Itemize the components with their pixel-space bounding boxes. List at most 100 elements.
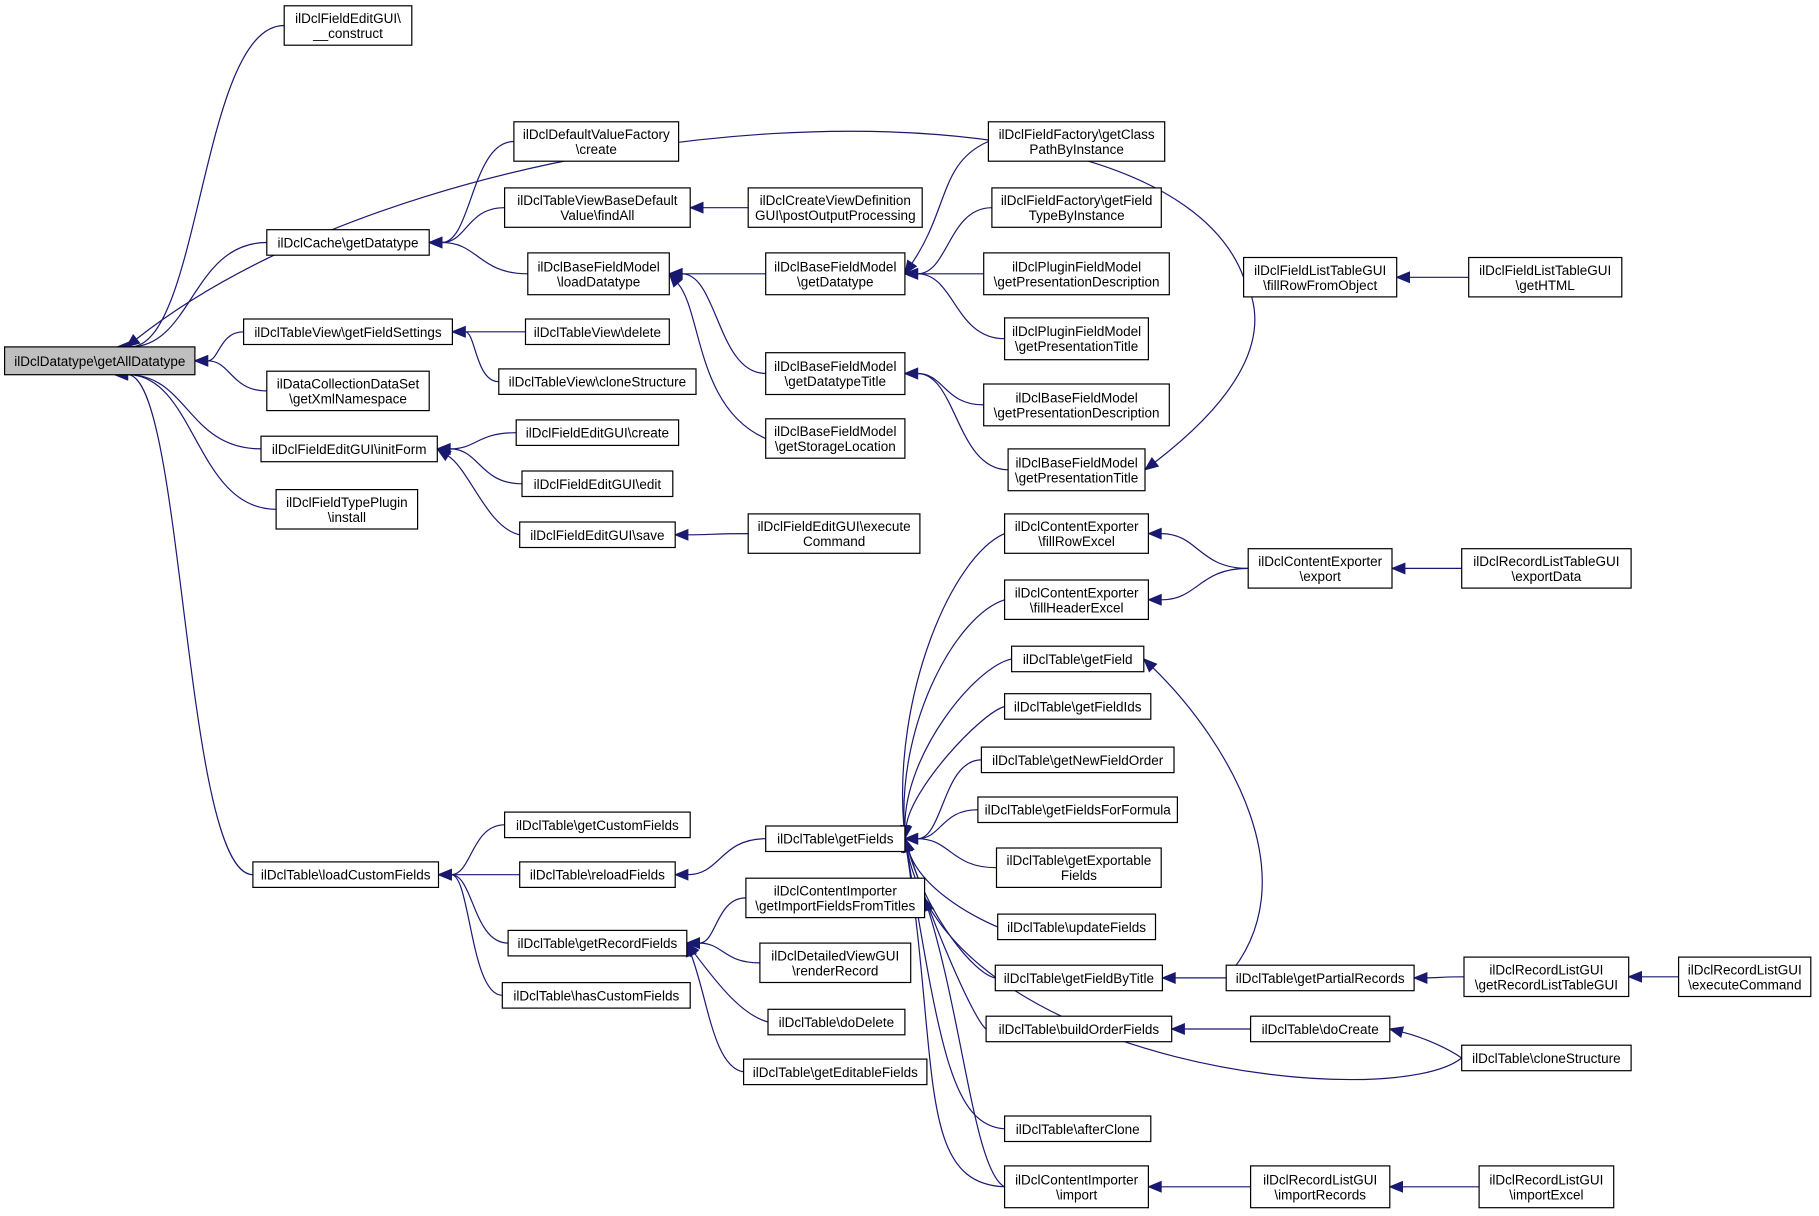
function-node-box (524, 318, 670, 346)
function-node-tDC[interactable]: ilDclTable\doCreate (1249, 1015, 1391, 1043)
function-node-fltFRO[interactable]: ilDclFieldListTableGUI\fillRowFromObject (1242, 256, 1398, 298)
call-edge-arrowhead (1170, 1023, 1185, 1035)
call-edge-cacheGD-bfmLD (427, 236, 528, 275)
function-node-label: GUI\postOutputProcessing (755, 208, 916, 223)
function-node-rlgIE[interactable]: ilDclRecordListGUI\importExcel (1478, 1165, 1615, 1209)
function-node-rlgEC[interactable]: ilDclRecordListGUI\executeCommand (1677, 956, 1812, 998)
function-node-box (1677, 956, 1812, 998)
function-node-tGFIds[interactable]: ilDclTable\getFieldIds (1003, 693, 1152, 720)
function-node-bfmLD[interactable]: ilDclBaseFieldModel\loadDatatype (527, 252, 670, 296)
function-node-label: ilDclBaseFieldModel (1015, 455, 1137, 470)
function-node-label: ilDclContentExporter (1015, 519, 1139, 534)
call-edge-line (917, 273, 1005, 340)
function-node-bfmGSL[interactable]: ilDclBaseFieldModel\getStorageLocation (765, 418, 906, 459)
call-edge-arrowhead (903, 367, 919, 380)
function-node-ciGIF[interactable]: ilDclContentImporter\getImportFieldsFrom… (745, 877, 926, 919)
call-edge-line (127, 374, 262, 450)
call-edge-root-fegCon (116, 24, 285, 353)
function-node-cacheGD[interactable]: ilDclCache\getDatatype (266, 229, 430, 256)
call-edge-bfmGPT-fltFRO (1143, 277, 1256, 471)
function-node-bfmGD[interactable]: ilDclBaseFieldModel\getDatatype (765, 252, 906, 296)
function-node-fegEdit[interactable]: ilDclFieldEditGUI\edit (521, 470, 674, 498)
function-node-dvfCreate[interactable]: ilDclDefaultValueFactory\create (513, 121, 680, 162)
function-node-ceExp[interactable]: ilDclContentExporter\export (1247, 548, 1393, 589)
function-node-box (765, 418, 906, 459)
function-node-tBOF[interactable]: ilDclTable\buildOrderFields (985, 1015, 1173, 1043)
function-node-tGF[interactable]: ilDclTable\getFields (765, 825, 906, 853)
function-node-box (252, 861, 440, 889)
call-edge-line (917, 372, 1009, 471)
call-edge-line (1152, 667, 1263, 979)
function-node-tvCS[interactable]: ilDclTableView\cloneStructure (498, 368, 697, 395)
call-edge-arrowhead (1395, 271, 1410, 284)
function-node-tAC[interactable]: ilDclTable\afterClone (1003, 1115, 1152, 1143)
function-node-label: ilDclTableView\cloneStructure (509, 375, 687, 390)
function-node-tCS[interactable]: ilDclTable\cloneStructure (1461, 1044, 1632, 1072)
function-node-label: ilDclRecordListGUI (1489, 1172, 1603, 1187)
call-edge-arrowhead (451, 325, 466, 338)
function-node-dcdsNS[interactable]: ilDataCollectionDataSet\getXmlNamespace (266, 370, 430, 412)
function-node-label: ilDclFieldFactory\getClass (999, 127, 1155, 142)
function-node-tGNFO[interactable]: ilDclTable\getNewFieldOrder (980, 746, 1175, 774)
function-node-label: \create (576, 142, 617, 157)
function-node-bfmGPD[interactable]: ilDclBaseFieldModel\getPresentationDescr… (983, 383, 1170, 427)
function-node-tGetField[interactable]: ilDclTable\getField (1010, 645, 1145, 673)
function-node-tLCF[interactable]: ilDclTable\loadCustomFields (252, 861, 440, 889)
function-node-tGEF[interactable]: ilDclTable\getEditableFields (742, 1058, 928, 1086)
function-node-flGH[interactable]: ilDclFieldListTableGUI\getHTML (1468, 256, 1623, 298)
call-edge-arrowhead (1142, 657, 1158, 673)
function-node-label: ilDclFieldListTableGUI (1479, 263, 1611, 278)
function-node-ceFHE[interactable]: ilDclContentExporter\fillHeaderExcel (1003, 579, 1149, 621)
function-node-fegCreate[interactable]: ilDclFieldEditGUI\create (515, 419, 680, 446)
function-node-box (266, 229, 430, 256)
function-node-tDD[interactable]: ilDclTable\doDelete (767, 1008, 906, 1036)
function-node-ciImp[interactable]: ilDclContentImporter\import (1003, 1165, 1149, 1209)
function-node-label: \renderRecord (792, 963, 878, 978)
function-node-box (983, 383, 1170, 427)
function-node-ftpInst[interactable]: ilDclFieldTypePlugin\install (275, 489, 419, 530)
function-node-tRF[interactable]: ilDclTable\reloadFields (519, 861, 676, 889)
function-node-fegSave[interactable]: ilDclFieldEditGUI\save (519, 521, 676, 549)
function-node-box (1007, 448, 1146, 492)
function-node-tGFBT[interactable]: ilDclTable\getFieldByTitle (994, 964, 1163, 992)
call-edge-arrowhead (903, 832, 919, 845)
function-node-tHCF[interactable]: ilDclTable\hasCustomFields (501, 981, 691, 1009)
call-edge-arrowhead (1627, 970, 1642, 983)
function-node-rltED[interactable]: ilDclRecordListTableGUI\exportData (1461, 548, 1632, 589)
function-node-tGPR[interactable]: ilDclTable\getPartialRecords (1225, 964, 1415, 992)
function-node-label: TypeByInstance (1029, 208, 1125, 223)
function-node-root[interactable]: ilDclDatatype\getAllDatatype (3, 346, 196, 376)
function-node-tGRF[interactable]: ilDclTable\getRecordFields (507, 929, 688, 957)
function-node-bfmGPT[interactable]: ilDclBaseFieldModel\getPresentationTitle (1007, 448, 1146, 492)
function-node-label: ilDclDetailedViewGUI (771, 948, 899, 963)
call-edge-line (902, 533, 1005, 827)
function-node-label: \export (1300, 569, 1342, 584)
function-node-pfmGPT[interactable]: ilDclPluginFieldModel\getPresentationTit… (1003, 317, 1149, 361)
function-node-pfmGPD[interactable]: ilDclPluginFieldModel\getPresentationDes… (983, 252, 1170, 296)
function-node-tGFFF[interactable]: ilDclTable\getFieldsForFormula (977, 796, 1179, 824)
call-edge-line (699, 942, 760, 964)
call-edge-line (906, 851, 1005, 1130)
function-node-fegInit[interactable]: ilDclFieldEditGUI\initForm (260, 435, 438, 463)
function-node-fegEC[interactable]: ilDclFieldEditGUI\executeCommand (747, 513, 921, 554)
function-node-box (747, 187, 923, 228)
function-node-rlgGRLT[interactable]: ilDclRecordListGUI\getRecordListTableGUI (1463, 956, 1630, 998)
function-node-tvGFS[interactable]: ilDclTableView\getFieldSettings (243, 318, 454, 346)
function-node-tUF[interactable]: ilDclTable\updateFields (997, 913, 1157, 941)
function-node-label: \getRecordListTableGUI (1475, 977, 1618, 992)
function-node-rlgIR[interactable]: ilDclRecordListGUI\importRecords (1249, 1165, 1391, 1209)
function-node-cvdPOP[interactable]: ilDclCreateViewDefinitionGUI\postOutputP… (747, 187, 923, 228)
function-node-tGCF[interactable]: ilDclTable\getCustomFields (504, 811, 691, 839)
function-node-dvRR[interactable]: ilDclDetailedViewGUI\renderRecord (759, 942, 912, 984)
call-edge-rlgGRLT-rlgEC (1627, 970, 1679, 983)
function-node-bfmGDT[interactable]: ilDclBaseFieldModel\getDatatypeTitle (765, 352, 906, 396)
function-node-ceFRE[interactable]: ilDclContentExporter\fillRowExcel (1003, 513, 1149, 554)
function-node-fegCon[interactable]: ilDclFieldEditGUI\__construct (283, 5, 413, 46)
call-edge-line (917, 838, 997, 869)
function-node-tvDel[interactable]: ilDclTableView\delete (524, 318, 670, 346)
